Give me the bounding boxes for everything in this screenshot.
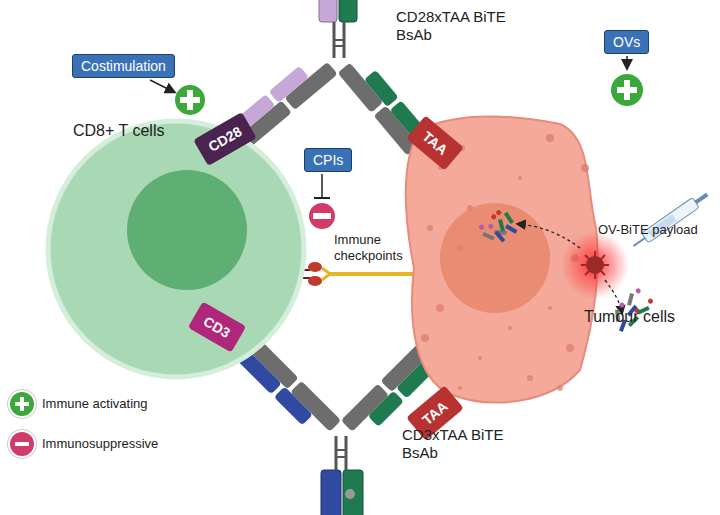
cd3-antibody — [336, 456, 346, 458]
legend-text: Immune activating — [42, 396, 148, 411]
cell-outline — [458, 386, 462, 390]
cell-outline — [635, 287, 642, 294]
node-text: OVs — [613, 34, 640, 50]
cd28-antibody — [269, 66, 309, 103]
cell-outline — [548, 306, 552, 310]
cd28-antibody — [319, 0, 337, 22]
cd3-antibody — [345, 436, 348, 470]
plus-symbol — [174, 84, 206, 116]
inhibition-line — [314, 197, 330, 199]
cell-outline — [505, 224, 517, 233]
legend-text: Immunosuppressive — [42, 436, 158, 451]
cell-outline — [619, 302, 625, 308]
cell-outline — [436, 304, 444, 312]
cell-outline — [518, 176, 522, 180]
cell-outline — [494, 231, 505, 243]
node-text: Costimulation — [81, 58, 166, 74]
plus-symbol — [20, 397, 24, 411]
plus-symbol — [10, 392, 34, 416]
cell-outline — [585, 255, 605, 275]
callout-box: Costimulation — [72, 54, 175, 78]
plus-symbol — [610, 73, 644, 107]
cell-outline — [527, 375, 533, 381]
cell-outline — [566, 344, 574, 352]
inhibition-line — [314, 174, 330, 198]
cd28-antibody — [334, 39, 344, 41]
legend-swatch — [8, 430, 36, 458]
checkpoint-pair — [322, 268, 330, 280]
cell-outline — [695, 193, 709, 204]
cell-outline — [467, 205, 473, 211]
cell-outline — [427, 225, 433, 231]
cell-outline — [498, 219, 505, 232]
cell-outline — [581, 251, 609, 279]
cell-shape: CD8+ T cellsCD28CD3 — [45, 118, 307, 380]
callout-box: OVs — [604, 30, 649, 54]
cd3-antibody — [321, 470, 341, 515]
cell-outline — [647, 298, 654, 305]
leader-arrow — [626, 56, 628, 68]
cell-outline — [518, 224, 580, 248]
minus-symbol — [10, 432, 34, 456]
cell-outline — [476, 212, 513, 250]
cell-outline — [478, 356, 482, 360]
cell-outline — [634, 238, 645, 246]
cell-outline — [627, 293, 634, 306]
cell-outline — [581, 164, 589, 172]
cell-outline — [457, 245, 463, 251]
leader-arrow — [150, 80, 174, 92]
cd3-antibody — [368, 391, 404, 427]
cell-outline — [48, 121, 304, 377]
annotation-label: CD3xTAA BiTE BsAb — [402, 426, 514, 462]
cell-outline — [482, 232, 495, 241]
plus-symbol — [624, 80, 630, 100]
node-text: CPIs — [313, 152, 343, 168]
annotation-label: OV-BiTE payload — [598, 222, 698, 238]
plus-symbol — [610, 73, 644, 107]
checkpoint-pair — [308, 276, 322, 286]
cell-outline — [504, 212, 514, 224]
callout-box: CPIs — [304, 148, 352, 172]
node-text: TAA — [417, 396, 453, 430]
checkpoint-pair — [308, 262, 322, 272]
plus-symbol — [174, 84, 206, 116]
cd3-antibody — [336, 449, 346, 451]
cd3-antibody — [274, 387, 313, 426]
cell-outline — [557, 385, 563, 391]
cell-outline — [45, 118, 307, 380]
legend-swatch — [8, 390, 36, 418]
cell-outline — [561, 231, 629, 299]
cell-outline — [630, 189, 711, 250]
minus-symbol — [15, 442, 29, 446]
cd28-antibody — [339, 0, 357, 22]
minus-symbol — [308, 202, 336, 230]
cell-outline — [495, 209, 502, 216]
cell-outline — [490, 213, 497, 220]
minus-symbol — [308, 202, 336, 230]
cell-outline — [421, 334, 429, 342]
annotation-label: Immune checkpoints — [334, 232, 420, 264]
cell-outline — [440, 203, 550, 313]
cd28-antibody — [364, 70, 399, 107]
cd28-antibody — [334, 45, 344, 47]
cell-outline — [585, 255, 605, 275]
cd3-antibody — [343, 470, 363, 515]
cell-shape: Tumour cellsTAATAA — [400, 108, 600, 408]
checkpoint-pair — [330, 272, 414, 276]
cd3-antibody — [345, 489, 355, 499]
cell-outline — [478, 224, 485, 231]
minus-symbol — [313, 213, 331, 219]
cell-label: Tumour cells — [584, 308, 675, 326]
cell-outline — [508, 326, 512, 330]
cell-outline — [546, 134, 554, 142]
plus-symbol — [187, 90, 193, 110]
annotation-label: CD28xTAA BiTE BsAb — [396, 8, 508, 44]
inhibition-line — [321, 174, 323, 198]
cd3-antibody — [335, 436, 338, 470]
cell-outline — [127, 170, 247, 290]
cell-outline — [487, 223, 494, 230]
cell-label: CD8+ T cells — [73, 122, 164, 140]
